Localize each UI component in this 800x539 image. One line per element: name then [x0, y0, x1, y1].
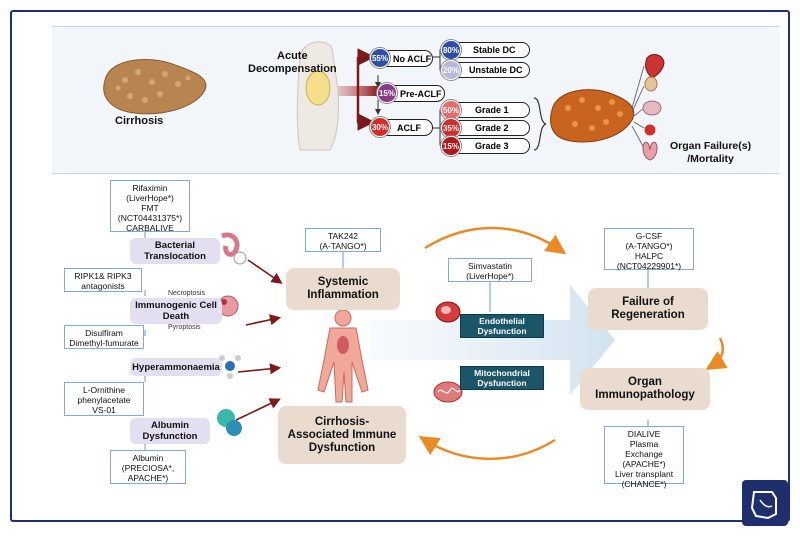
acute-decompensation-label: Acute Decompensation	[248, 50, 337, 75]
unstable-dc-label: Unstable DC	[469, 65, 523, 75]
organ-failure-label: Organ Failure(s) /Mortality	[670, 140, 752, 165]
blood-cell-icon	[643, 123, 657, 137]
immune-dysfunction-box: Cirrhosis- Associated Immune Dysfunction	[278, 406, 406, 464]
liver-logo-icon	[750, 491, 777, 520]
treatment-dialive: DIALIVE Plasma Exchange (APACHE*) Liver …	[604, 426, 684, 489]
pre-aclf-percent: 15%	[377, 83, 397, 103]
heart-icon	[645, 54, 665, 79]
kidney-icon	[644, 76, 658, 92]
treatment-gcsf: G-CSF (A-TANGO*) HALPC (NCT04229901*)	[604, 228, 694, 271]
albumin-protein-icon	[217, 409, 242, 436]
grade1-label: Grade 1	[475, 105, 509, 115]
grade1-box: Grade 1	[450, 102, 530, 118]
grade2-percent: 35%	[441, 118, 461, 138]
journal-logo	[742, 480, 788, 526]
treatment-ornithine: L-Ornithine phenylacetate VS-01	[64, 382, 144, 416]
pyroptosis-label: Pyroptosis	[168, 324, 201, 331]
gut-icon	[221, 232, 247, 265]
treatment-ripk: RIPK1& RIPK3 antagonists	[64, 268, 142, 292]
treatment-simvastatin: Simvastatin (LiverHope*)	[448, 258, 532, 282]
systemic-inflammation-box: Systemic Inflammation	[286, 268, 400, 310]
bacterial-translocation-box: Bacterial Translocation	[130, 238, 220, 264]
cirrhosis-label: Cirrhosis	[115, 115, 164, 127]
stable-dc-percent: 80%	[441, 40, 461, 60]
progression-bar	[330, 86, 380, 96]
aclf-label: ACLF	[397, 122, 421, 133]
grade-bracket	[533, 97, 547, 151]
organ-icons	[631, 54, 665, 161]
grade1-percent: 50%	[441, 100, 461, 120]
treatment-disulfiram: Disulfiram Dimethyl-fumurate	[64, 325, 144, 349]
stable-dc-label: Stable DC	[473, 45, 516, 55]
lungs-icon	[642, 141, 658, 161]
treatment-albumin: Albumin (PRECIOSA*, APACHE*)	[110, 450, 186, 484]
necroptosis-label: Necroptosis	[168, 290, 205, 297]
organ-immunopathology-box: Organ Immunopathology	[580, 368, 710, 410]
mitochondrial-dysfunction-box: Mitochondrial Dysfunction	[460, 366, 544, 390]
treatment-bacterial: Rifaximin (LiverHope*) FMT (NCT04431375*…	[110, 180, 190, 233]
no-aclf-label: No ACLF	[393, 53, 432, 64]
flow-arrow	[370, 285, 615, 395]
brain-icon	[642, 100, 662, 116]
stable-dc-box: Stable DC	[450, 42, 530, 58]
cirrhotic-liver-icon	[103, 59, 207, 115]
endothelial-dysfunction-box: Endothelial Dysfunction	[460, 314, 544, 338]
unstable-dc-box: Unstable DC	[450, 62, 530, 78]
aclf-liver-icon	[550, 89, 635, 143]
grade3-box: Grade 3	[450, 138, 530, 154]
no-aclf-percent: 55%	[370, 48, 390, 68]
torso-illustration	[296, 41, 339, 151]
mitochondria-icon	[433, 381, 463, 403]
grade3-label: Grade 3	[475, 141, 509, 151]
aclf-percent: 30%	[370, 117, 390, 137]
hyperammonaemia-box: Hyperammonaemia	[130, 358, 222, 376]
grade3-percent: 15%	[441, 136, 461, 156]
albumin-dysfunction-box: Albumin Dysfunction	[130, 418, 210, 444]
unstable-dc-percent: 20%	[441, 60, 461, 80]
treatment-tak242: TAK242 (A-TANGO*)	[305, 228, 381, 252]
endothelial-cell-icon	[435, 301, 461, 323]
human-body-illustration	[317, 309, 369, 403]
ammonia-molecule-icon	[219, 355, 241, 379]
failure-of-regeneration-box: Failure of Regeneration	[588, 288, 708, 330]
immunogenic-cell-death-box: Immunogenic Cell Death	[130, 298, 222, 324]
grade2-box: Grade 2	[450, 120, 530, 136]
pre-aclf-label: Pre-ACLF	[400, 88, 442, 99]
grade2-label: Grade 2	[475, 123, 509, 133]
